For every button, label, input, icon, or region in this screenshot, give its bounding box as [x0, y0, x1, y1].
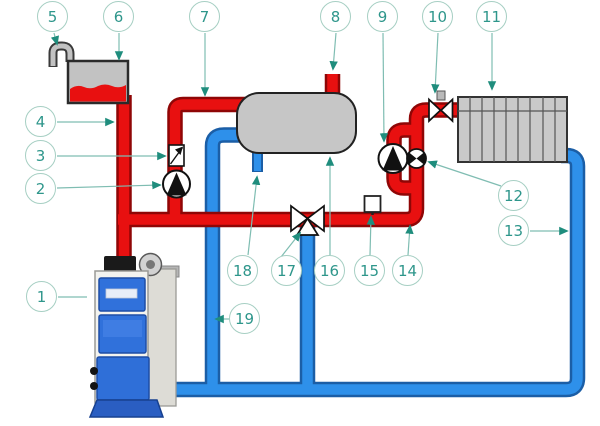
boiler-circulation-pump [162, 169, 191, 199]
callout-14: 14 [392, 255, 423, 286]
radiator-circuit-check-valve [406, 148, 427, 169]
callout-15: 15 [354, 255, 385, 286]
callout-5: 5 [37, 1, 68, 32]
leader-2 [56, 181, 162, 190]
leader-15 [366, 215, 375, 256]
callout-2: 2 [25, 173, 56, 204]
leader-18 [247, 175, 261, 256]
leader-9 [379, 32, 389, 143]
boiler-base [88, 399, 165, 418]
callout-13: 13 [498, 215, 529, 246]
supply-pipe-to-separator [169, 99, 245, 220]
radiator [457, 96, 568, 163]
callout-1: 1 [26, 281, 57, 312]
callout-7: 7 [189, 1, 220, 32]
leader-8 [329, 32, 338, 71]
leader-17 [280, 231, 302, 258]
cold-water-pipes [163, 127, 586, 398]
open-expansion-tank [48, 41, 130, 105]
boiler-label [105, 288, 138, 299]
callout-3: 3 [25, 140, 56, 171]
boiler-top-collar [104, 256, 136, 274]
radiator-balancing-valve [428, 90, 454, 123]
callout-19: 19 [229, 303, 260, 334]
callout-16: 16 [314, 255, 345, 286]
callout-4: 4 [25, 106, 56, 137]
callout-6: 6 [103, 1, 134, 32]
boiler-lower-door [96, 356, 150, 401]
leader-5 [50, 32, 59, 46]
solid-fuel-boiler [88, 252, 180, 418]
hydraulic-separator-tank [236, 92, 357, 154]
leader-14 [405, 224, 414, 256]
callout-11: 11 [476, 1, 507, 32]
boiler-side-panel [145, 268, 177, 407]
callout-12: 12 [498, 180, 529, 211]
callout-10: 10 [422, 1, 453, 32]
callout-8: 8 [320, 1, 351, 32]
check-valve [168, 144, 185, 167]
callout-17: 17 [271, 255, 302, 286]
radiator-circuit-pump [377, 143, 409, 174]
callout-leader-lines [50, 32, 569, 324]
pipe-temperature-sensor [363, 195, 382, 215]
door-knob [90, 382, 98, 390]
callout-9: 9 [367, 1, 398, 32]
leader-12 [427, 160, 502, 187]
leader-10 [431, 32, 440, 94]
door-knob [90, 367, 98, 375]
expansion-tank-liquid [70, 84, 126, 102]
three-way-mixing-valve [290, 204, 325, 236]
callout-18: 18 [227, 255, 258, 286]
